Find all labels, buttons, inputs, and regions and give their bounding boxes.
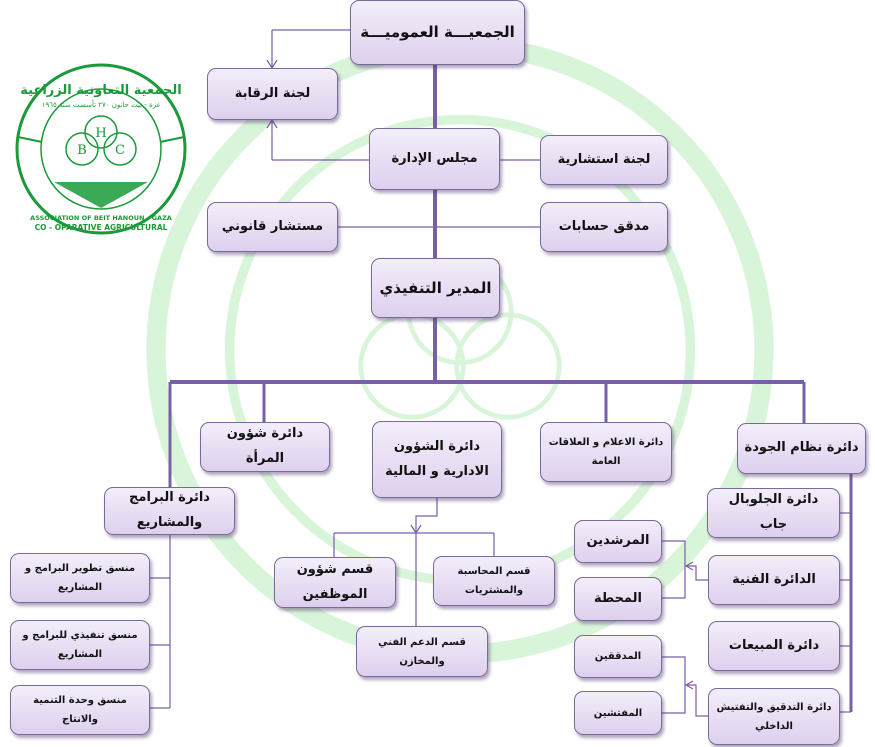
coord-exec-box[interactable]: منسق تنفيذي للبرامج و المشاريع — [10, 620, 150, 670]
svg-text:H: H — [95, 126, 106, 141]
general-assembly-box[interactable]: الجمعيـــة العموميـــة — [350, 0, 525, 65]
oversight-committee-box[interactable]: لجنة الرقابة — [207, 68, 338, 120]
accounting-box[interactable]: قسم المحاسبة والمشتريات — [433, 556, 555, 606]
auditor-box[interactable]: مدقق حسابات — [540, 202, 668, 252]
node-label: لجنة استشارية — [557, 151, 651, 167]
tech-support-box[interactable]: قسم الدعم الفني والمخازن — [356, 626, 488, 677]
women-affairs-box[interactable]: دائرة شؤون المرأة — [200, 422, 330, 472]
executive-director-box[interactable]: المدير التنفيذي — [371, 258, 500, 318]
node-label: دائرة نظام الجودة — [744, 440, 859, 456]
node-label: قسم شؤون الموظفين — [296, 561, 374, 602]
advisory-committee-box[interactable]: لجنة استشارية — [540, 135, 668, 185]
globalgap-box[interactable]: دائرة الجلوبال جاب — [707, 488, 840, 538]
hr-box[interactable]: قسم شؤون الموظفين — [274, 557, 396, 608]
sales-box[interactable]: دائرة المبيعات — [708, 621, 840, 671]
node-label: قسم الدعم الفني والمخازن — [378, 636, 466, 667]
node-label: منسق تطوير البرامج و المشاريع — [24, 563, 136, 593]
node-label: دائرة الجلوبال جاب — [728, 492, 819, 532]
svg-text:غزة - بيت حانون ٢٧٠ تأسست سنة: غزة - بيت حانون ٢٧٠ تأسست سنة ١٩٦٥ — [42, 99, 161, 109]
legal-advisor-box[interactable]: مستشار قانوني — [207, 202, 338, 252]
station-box[interactable]: المحطة — [574, 577, 662, 621]
node-label: المفتشين — [593, 707, 643, 719]
node-label: منسق وحدة التنمية والانتاج — [33, 695, 127, 725]
media-relations-box[interactable]: دائرة الاعلام و العلاقات العامة — [540, 422, 672, 482]
advisors-box[interactable]: المرشدين — [574, 520, 662, 563]
node-label: دائرة الشؤون الادارية و المالية — [385, 438, 489, 479]
svg-text:CO - OPARATIVE AGRICULTURAL: CO - OPARATIVE AGRICULTURAL — [35, 223, 168, 232]
node-label: مجلس الإدارة — [391, 150, 478, 166]
svg-text:ASSOCIATION OF BEIT HANOUN - G: ASSOCIATION OF BEIT HANOUN - GAZA — [30, 214, 172, 222]
association-logo: B H C الجمعية التعاونية الزراعية غزة - ب… — [15, 63, 187, 235]
node-label: مدقق حسابات — [558, 218, 650, 234]
node-label: المدير التنفيذي — [379, 278, 492, 297]
node-label: الجمعيـــة العموميـــة — [360, 23, 515, 42]
quality-system-box[interactable]: دائرة نظام الجودة — [737, 423, 866, 474]
node-label: منسق تنفيذي للبرامج و المشاريع — [22, 630, 138, 660]
svg-text:الجمعية التعاونية الزراعية: الجمعية التعاونية الزراعية — [20, 83, 181, 98]
node-label: دائرة الاعلام و العلاقات العامة — [548, 437, 664, 467]
node-label: لجنة الرقابة — [234, 85, 311, 101]
internal-audit-box[interactable]: دائرة التدقيق والتفتيش الداخلي — [708, 688, 840, 745]
node-label: دائرة البرامج والمشاريع — [129, 490, 210, 530]
node-label: المدققين — [594, 651, 642, 662]
node-label: المحطة — [594, 590, 642, 606]
svg-text:C: C — [115, 143, 125, 158]
coord-dev-box[interactable]: منسق تطوير البرامج و المشاريع — [10, 553, 150, 603]
technical-box[interactable]: الدائرة الفنية — [708, 555, 840, 605]
admin-finance-box[interactable]: دائرة الشؤون الادارية و المالية — [372, 421, 502, 498]
node-label: دائرة شؤون المرأة — [226, 426, 304, 466]
programs-projects-box[interactable]: دائرة البرامج والمشاريع — [104, 487, 235, 535]
inspectors-box[interactable]: المفتشين — [574, 691, 662, 735]
node-label: المرشدين — [586, 533, 650, 549]
node-label: دائرة المبيعات — [728, 637, 820, 653]
node-label: قسم المحاسبة والمشتريات — [457, 566, 531, 596]
node-label: مستشار قانوني — [221, 218, 324, 234]
node-label: دائرة التدقيق والتفتيش الداخلي — [716, 701, 832, 732]
node-label: الدائرة الفنية — [732, 571, 816, 587]
coord-unit-box[interactable]: منسق وحدة التنمية والانتاج — [10, 685, 150, 735]
board-box[interactable]: مجلس الإدارة — [369, 128, 500, 190]
auditors-box[interactable]: المدققين — [574, 635, 662, 678]
svg-text:B: B — [77, 143, 87, 158]
